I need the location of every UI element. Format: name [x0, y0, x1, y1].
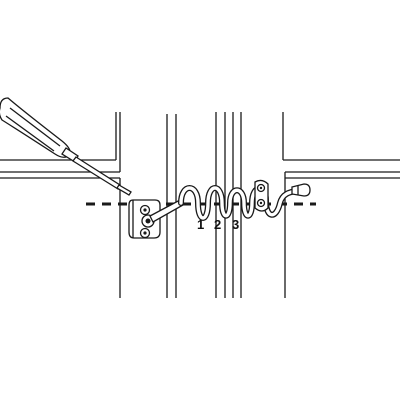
screwdriver-icon — [0, 97, 132, 196]
step-label-3: 3 — [232, 217, 239, 232]
door-frame — [0, 112, 400, 298]
screwdriver-tip — [116, 184, 132, 196]
keeper-plate — [254, 179, 269, 212]
spring-cable-inner — [179, 186, 302, 220]
step-label-1: 1 — [197, 217, 204, 232]
screwdriver-shaft — [72, 156, 121, 190]
step-label-2: 2 — [214, 217, 221, 232]
spring-cable — [178, 185, 303, 221]
end-fitting — [291, 183, 311, 197]
mounting-bracket — [128, 199, 184, 239]
left-frame — [0, 112, 121, 298]
right-frame — [282, 112, 400, 298]
